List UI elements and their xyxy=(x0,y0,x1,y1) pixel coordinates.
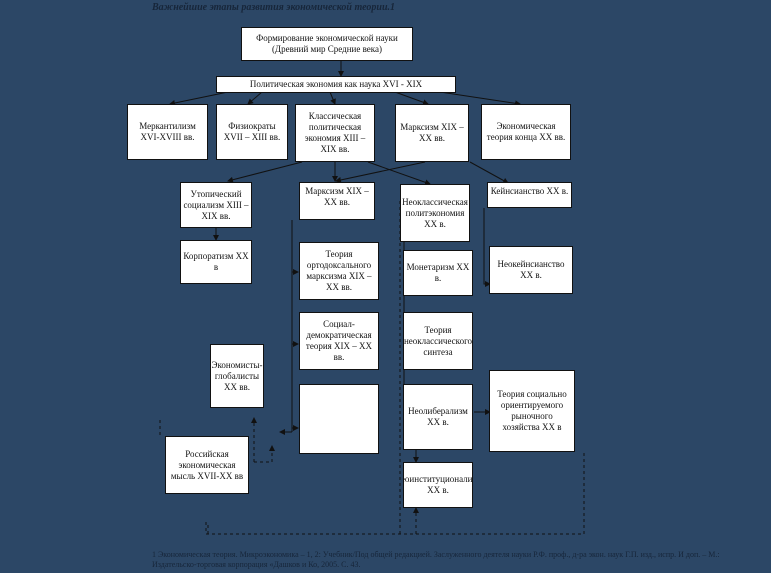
box-origin: Формирование экономической науки (Древни… xyxy=(241,27,413,61)
arrow-classical-utopian xyxy=(227,161,303,183)
box-globalists: Экономисты-глобалисты XX вв. xyxy=(210,344,264,408)
box-mercantilism: Меркантилизм XVI-XVIII вв. xyxy=(127,104,208,160)
box-orthodox-marxism: Теория ортодоксального марксизма XIX – X… xyxy=(299,242,379,300)
box-neoinstitutionalism: Неоинституционализм XX в. xyxy=(403,462,473,508)
box-political-economy: Политическая экономия как наука XVI - XI… xyxy=(216,76,456,93)
arrow-classical-neoclassical xyxy=(367,161,431,186)
box-russian-economic-thought: Российская экономическая мысль XVII-XX в… xyxy=(165,436,249,494)
box-neokeynesianism: Неокейнсианство XX в. xyxy=(489,246,573,294)
box-classical: Классическая политическая экономия XIII … xyxy=(295,104,375,162)
box-monetarism: Монетаризм XX в. xyxy=(403,250,473,296)
arrow-keynes-neokeynes xyxy=(483,208,491,287)
dashed-arrow-traditional xyxy=(254,445,275,463)
box-social-market-economy: Теория социально ориентируемого рыночног… xyxy=(489,370,575,452)
arrow-politeco-economic-theory xyxy=(439,91,521,107)
arrow-politeco-marxism xyxy=(394,91,429,106)
box-marxism: Марксизм XIX – XX вв. xyxy=(395,104,469,162)
arrow-politeco-mercantilism xyxy=(169,91,229,106)
box-neoliberalism: Неолиберализм XX в. xyxy=(403,384,473,450)
box-economic-theory-late-xx: Экономическая теория конца XX вв. xyxy=(481,104,571,160)
box-neoclassical-synthesis: Теория неоклассического синтеза xyxy=(403,312,473,370)
box-social-democratic: Социал-демократическая теория XIX – XX в… xyxy=(299,312,379,370)
arrow-politeco-physiocrats xyxy=(247,91,263,105)
box-physiocrats: Физиократы XVII – XIII вв. xyxy=(216,104,288,160)
box-corporatism: Корпоратизм XX в xyxy=(180,240,252,284)
box-traditional-institutionalism xyxy=(299,384,379,454)
footnote: 1 Экономическая теория. Микроэкономика –… xyxy=(152,550,720,569)
arrow-politeco-classical xyxy=(329,91,336,105)
box-keynesianism: Кейнсианство XX в. xyxy=(487,182,572,208)
arrow-marxism-marxism2 xyxy=(335,161,426,183)
diagram-title: Важнейшие этапы развития экономической т… xyxy=(152,2,396,13)
box-marxism-2: Марксизм XIX – XX вв. xyxy=(299,182,375,220)
arrow-marxism-keynesianism xyxy=(469,161,509,184)
box-neoclassical: Неоклассическая политэкономия XX в. xyxy=(400,184,470,242)
box-utopian-socialism: Утопический социализм XIII – XIX вв. xyxy=(180,182,252,228)
